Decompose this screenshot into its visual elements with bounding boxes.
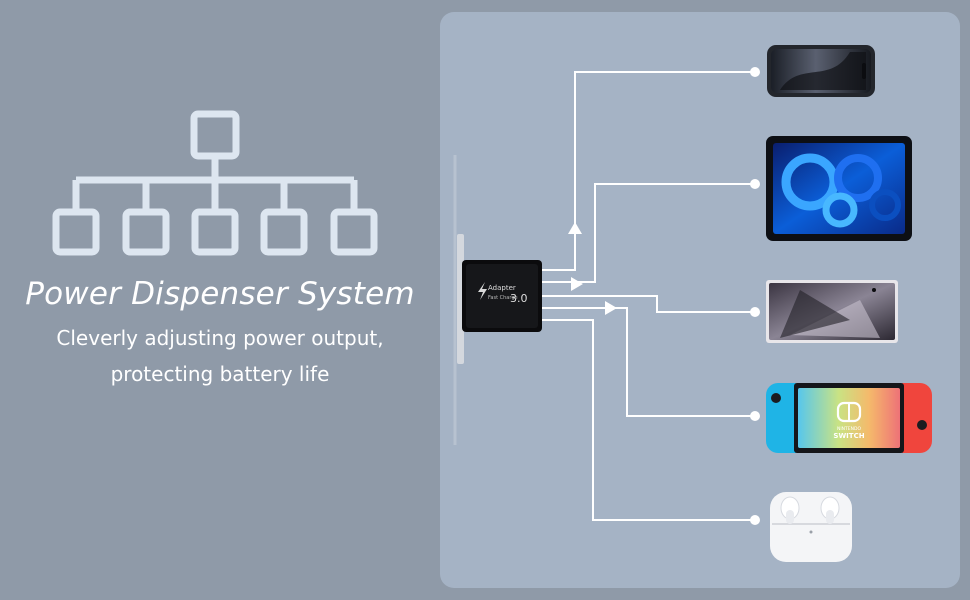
charger-adapter: Adapter Fast Charge 3.0 xyxy=(457,234,542,364)
console-brand-bottom: SWITCH xyxy=(833,432,864,440)
wire-endpoints xyxy=(750,67,760,525)
charger-version: 3.0 xyxy=(510,292,528,305)
page-title: Power Dispenser System xyxy=(25,276,415,312)
lightning-icon xyxy=(478,282,487,300)
earbuds-case-device xyxy=(770,492,852,562)
android-phone-device xyxy=(766,280,898,343)
power-wires xyxy=(540,71,755,521)
console-brand-top: NINTENDO xyxy=(837,426,861,432)
handheld-console-device: NINTENDO SWITCH xyxy=(766,383,932,453)
smartphone-device xyxy=(767,45,875,97)
charger-label-line2: Fast Charge xyxy=(488,295,518,301)
subtitle-line-1: Cleverly adjusting power output, xyxy=(56,326,384,350)
tablet-device xyxy=(766,136,912,241)
flow-arrows xyxy=(568,222,617,315)
charger-label-line1: Adapter xyxy=(488,284,516,292)
subtitle-line-2: protecting battery life xyxy=(110,362,330,386)
hierarchy-tree-icon xyxy=(52,110,378,256)
